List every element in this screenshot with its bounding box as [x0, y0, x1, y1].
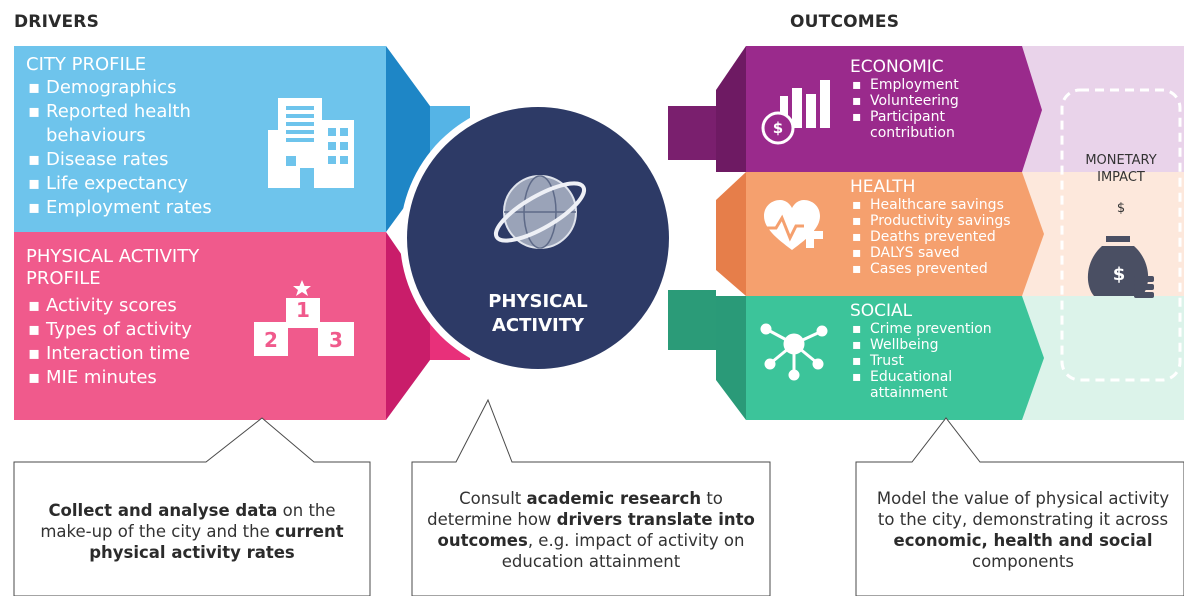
social-content: SOCIAL Crime prevention Wellbeing Trust … [850, 301, 1020, 402]
list-item: Trust [850, 353, 1020, 369]
callout-right-text: Model the value of physical activity to … [868, 488, 1178, 572]
outcomes-header: OUTCOMES [790, 12, 900, 32]
activity-profile-content: PHYSICAL ACTIVITY PROFILE Activity score… [26, 246, 266, 390]
monetary-impact-line1: MONETARY [1085, 153, 1157, 168]
money-bag-icon [1087, 236, 1154, 298]
list-item: Volunteering [850, 93, 1020, 109]
list-item: Healthcare savings [850, 197, 1026, 213]
list-item: Productivity savings [850, 213, 1026, 229]
globe-icon [493, 175, 587, 249]
list-item: Deaths prevented [850, 229, 1026, 245]
city-profile-list: Demographics Reported health behaviours … [26, 76, 246, 220]
callout-left-shape [13, 417, 371, 596]
network-icon [760, 323, 828, 381]
health-side [716, 172, 746, 296]
center-label-line1: PHYSICAL [488, 291, 588, 312]
activity-profile-list: Activity scores Types of activity Intera… [26, 294, 266, 390]
callout-middle-text3: , e.g. impact of activity on education a… [501, 531, 745, 571]
callout-middle-text: Consult academic research to determine h… [420, 488, 762, 572]
center-label: PHYSICAL ACTIVITY [458, 290, 618, 338]
health-content: HEALTH Healthcare savings Productivity s… [850, 177, 1026, 278]
economic-list: Employment Volunteering Participant cont… [850, 77, 1020, 141]
economic-chart-icon [761, 80, 830, 145]
city-profile-title: CITY PROFILE [26, 54, 147, 75]
list-item: Reported health behaviours [26, 100, 246, 148]
health-title: HEALTH [850, 177, 916, 197]
monetary-impact-line2: IMPACT [1097, 170, 1145, 185]
list-item: Educational attainment [850, 369, 1020, 401]
social-connector [668, 290, 716, 350]
activity-profile-title-line2: PROFILE [26, 268, 101, 289]
list-item: Crime prevention [850, 321, 1020, 337]
social-backdrop [1020, 296, 1184, 420]
economic-side [716, 46, 746, 172]
list-item: Participant contribution [850, 109, 1020, 141]
monetary-symbol: $ [1116, 201, 1126, 216]
callout-left-bold2: current physical activity rates [89, 522, 344, 562]
list-item: MIE minutes [26, 366, 266, 390]
money-bag-symbol: $ [1112, 264, 1126, 285]
list-item: DALYS saved [850, 245, 1026, 261]
list-item: Disease rates [26, 148, 246, 172]
callout-left-bold1: Collect and analyse data [48, 501, 278, 520]
monetary-impact-label: MONETARY IMPACT $ [1064, 152, 1178, 217]
list-item: Demographics [26, 76, 246, 100]
list-item: Employment [850, 77, 1020, 93]
social-title: SOCIAL [850, 301, 913, 321]
callout-left-text1: on the make-up of the city and the [40, 501, 336, 541]
activity-profile-side [386, 232, 430, 420]
city-profile-content: CITY PROFILE Demographics Reported healt… [26, 54, 246, 220]
social-side [716, 296, 746, 420]
callout-left-text: Collect and analyse data on the make-up … [24, 500, 360, 563]
callout-middle-bold1: academic research [526, 489, 702, 508]
callout-right-bold1: economic, health and social [893, 531, 1153, 550]
economic-coin-symbol: $ [772, 119, 784, 137]
activity-profile-title-line1: PHYSICAL ACTIVITY [26, 246, 200, 267]
podium-first: 1 [296, 298, 310, 322]
callout-right-shape [855, 417, 1184, 596]
podium-third: 3 [329, 328, 343, 352]
center-label-line2: ACTIVITY [491, 315, 585, 336]
callout-right-text1: Model the value of physical activity to … [876, 489, 1170, 529]
social-list: Crime prevention Wellbeing Trust Educati… [850, 321, 1020, 401]
drivers-header: DRIVERS [14, 12, 100, 32]
list-item: Cases prevented [850, 261, 1026, 277]
callout-middle-text1: Consult [459, 489, 527, 508]
callout-middle-text2: to determine how [427, 489, 723, 529]
health-list: Healthcare savings Productivity savings … [850, 197, 1026, 277]
callout-middle-shape [411, 398, 771, 596]
callout-middle-bold2: drivers translate into outcomes [437, 510, 755, 550]
callout-right-text2: components [972, 552, 1074, 571]
city-buildings-icon [268, 98, 354, 188]
economic-title: ECONOMIC [850, 57, 944, 77]
heart-health-icon [762, 200, 823, 250]
economic-content: ECONOMIC Employment Volunteering Partici… [850, 57, 1020, 142]
list-item: Employment rates [26, 196, 246, 220]
list-item: Activity scores [26, 294, 266, 318]
podium-second: 2 [264, 328, 278, 352]
economic-connector [668, 106, 716, 160]
list-item: Life expectancy [26, 172, 246, 196]
list-item: Interaction time [26, 342, 266, 366]
list-item: Wellbeing [850, 337, 1020, 353]
list-item: Types of activity [26, 318, 266, 342]
